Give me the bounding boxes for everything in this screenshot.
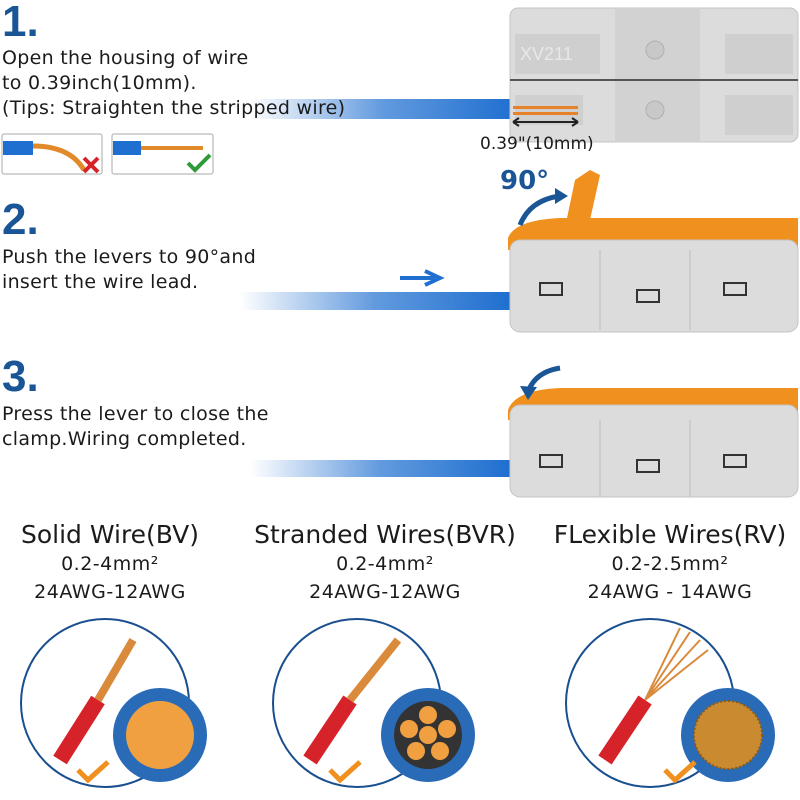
step-1-text: Open the housing of wire to 0.39inch(10m…	[2, 46, 249, 96]
wire-type-gauge: 24AWG-12AWG	[309, 581, 461, 603]
wire-step-2	[240, 292, 510, 310]
correct-wire-thumbnail	[111, 133, 214, 175]
wire-type-flexible: FLexible Wires(RV) 0.2-2.5mm² 24AWG - 14…	[530, 520, 800, 606]
check-icon	[76, 760, 110, 784]
step-3-line-2: clamp.Wiring completed.	[2, 428, 247, 450]
wire-type-size: 0.2-4mm²	[336, 553, 434, 575]
connector-lever-closed	[508, 365, 799, 498]
step-3-line-1: Press the lever to close the	[2, 403, 269, 425]
step-2-number: 2.	[2, 195, 39, 244]
step-1-line-1: Open the housing of wire	[2, 47, 249, 69]
flexible-wire-illustration	[565, 618, 775, 788]
insert-arrow-icon	[400, 269, 445, 287]
raised-lever	[567, 170, 600, 220]
wire-type-stranded: Stranded Wires(BVR) 0.2-4mm² 24AWG-12AWG	[240, 520, 530, 606]
stranded-wire-illustration	[272, 618, 475, 788]
connector-lever-open	[508, 170, 799, 333]
wire-type-title: Solid Wire(BV)	[20, 520, 200, 549]
step-2-line-2: insert the wire lead.	[2, 271, 199, 293]
wire-type-solid: Solid Wire(BV) 0.2-4mm² 24AWG-12AWG	[0, 520, 240, 606]
check-icon	[186, 153, 212, 173]
step-3-text: Press the lever to close the clamp.Wirin…	[2, 402, 269, 452]
model-label: XV211	[520, 44, 573, 64]
cross-icon	[82, 156, 100, 174]
step-1-line-2: to 0.39inch(10mm).	[2, 72, 197, 94]
step-3-number: 3.	[2, 352, 39, 401]
check-icon	[663, 760, 697, 784]
connector-open-view: XV211	[509, 7, 799, 143]
wire-type-size: 0.2-2.5mm²	[611, 553, 729, 575]
step-1-number: 1.	[2, 0, 39, 46]
wire-type-title: Stranded Wires(BVR)	[254, 520, 516, 549]
solid-wire-illustration	[20, 618, 207, 788]
wrong-wire-thumbnail	[1, 133, 103, 175]
wire-type-gauge: 24AWG-12AWG	[34, 581, 186, 603]
wire-type-title: FLexible Wires(RV)	[553, 520, 787, 549]
wire-step-1	[250, 99, 515, 119]
lever-angle-label: 90°	[500, 166, 550, 196]
step-1-tip: (Tips: Straighten the stripped wire)	[2, 97, 346, 119]
step-2-line-1: Push the levers to 90°and	[2, 246, 257, 268]
step-2-text: Push the levers to 90°and insert the wir…	[2, 245, 256, 295]
wire-step-3	[250, 460, 510, 477]
check-icon	[328, 760, 362, 784]
wire-type-size: 0.2-4mm²	[61, 553, 159, 575]
wire-type-gauge: 24AWG - 14AWG	[587, 581, 753, 603]
strip-length-label: 0.39"(10mm)	[480, 134, 594, 154]
